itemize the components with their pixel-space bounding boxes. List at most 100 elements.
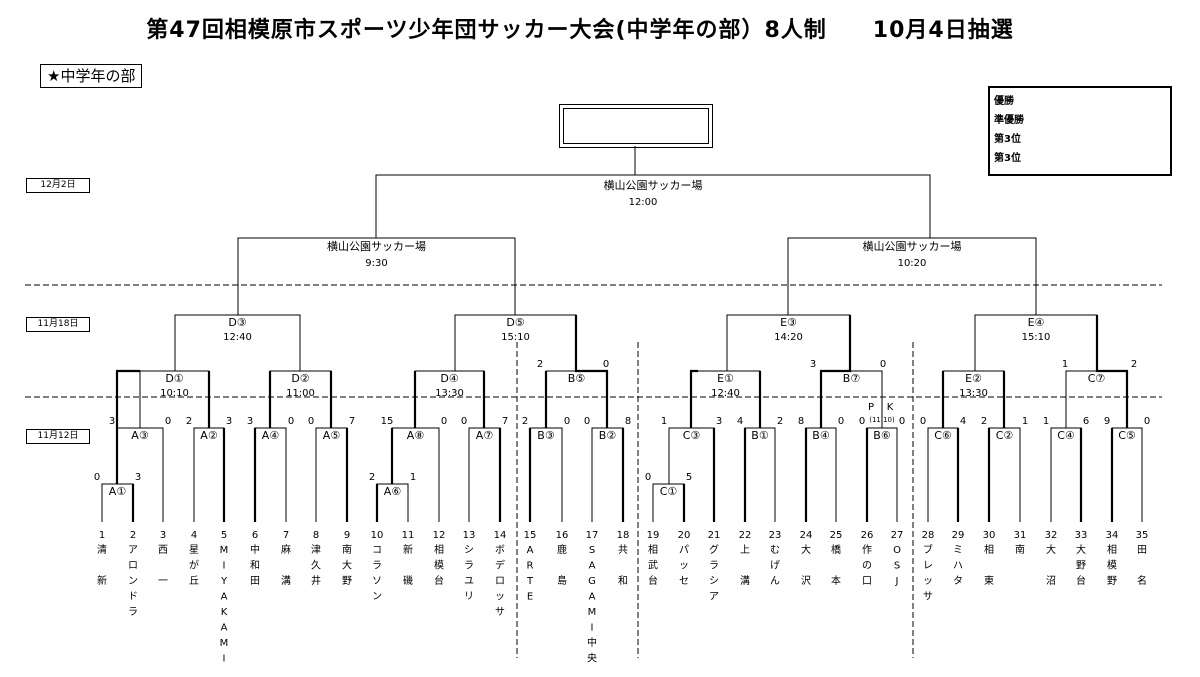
round16-label: E① [717, 372, 734, 385]
team-number: 34 [1106, 530, 1119, 541]
prelim-label: A⑥ [384, 485, 402, 498]
team-name-char: シ [709, 576, 719, 587]
result-third-a: 第3位 [994, 134, 1021, 145]
team-name-char [801, 561, 811, 572]
winner-path [574, 315, 609, 428]
team-name-char: 野 [1076, 560, 1086, 572]
team-name-char: I [591, 623, 594, 634]
first-round-label: B① [751, 429, 769, 442]
team-name-char: A [589, 592, 596, 603]
team-name-char: 南 [1015, 543, 1025, 556]
team-name-char: ア [709, 592, 719, 603]
team-name-char: K [221, 607, 228, 618]
team-name-char: 中 [587, 636, 597, 649]
round16-score-left: 1 [1062, 359, 1068, 370]
first-round-score-right: 0 [838, 416, 844, 427]
team-number: 29 [952, 530, 965, 541]
first-round-score-left: 0 [461, 416, 467, 427]
round16-label: D① [165, 372, 183, 385]
first-round-label: A⑤ [323, 429, 341, 442]
team-number: 1 [99, 530, 105, 541]
team-number: 24 [800, 530, 813, 541]
team-name-char: 相 [984, 543, 994, 556]
team-name-char: 溝 [740, 574, 750, 587]
team-name-char: コ [372, 545, 382, 556]
team-name-char: I [223, 561, 226, 572]
quarterfinal-label: E④ [1028, 316, 1045, 329]
team-number: 20 [678, 530, 691, 541]
team-name-char [281, 561, 291, 572]
team-name-char: S [894, 561, 900, 572]
team-name-char: ラ [372, 560, 382, 572]
team-number: 17 [586, 530, 599, 541]
round16-label: D② [291, 372, 309, 385]
team-name-char: パ [679, 544, 689, 556]
first-round-score-left: 0 [584, 416, 590, 427]
team-number: 7 [283, 530, 289, 541]
team-name-char: ブ [923, 543, 933, 556]
team-name-char: 模 [434, 560, 444, 572]
team-name-char: I [223, 654, 226, 665]
semifinal-bracket [787, 237, 1037, 315]
team-name-char: 沼 [1046, 574, 1056, 587]
round16-time: 13:30 [959, 388, 988, 399]
team-name-char: ラ [709, 560, 719, 572]
team-name-char: A [527, 545, 534, 556]
champion-box [559, 104, 713, 148]
team-number: 8 [313, 530, 319, 541]
team-name-char: R [527, 561, 534, 572]
team-name-char: シ [464, 545, 474, 556]
first-round-score-left: 0 [859, 416, 865, 427]
first-round-score-left: 3 [247, 416, 253, 427]
quarterfinal-label: D⑤ [506, 316, 524, 329]
quarterfinal-time: 14:20 [774, 332, 803, 343]
first-round-label: A⑧ [407, 429, 425, 442]
first-round-score-right: 0 [1144, 416, 1150, 427]
first-round-score-right: 0 [288, 416, 294, 427]
first-round-bracket [254, 427, 287, 522]
first-round-bracket [315, 427, 348, 522]
first-round-score-left: 0 [920, 416, 926, 427]
team-name-char: ロ [495, 576, 505, 587]
team-name-char: 大 [801, 543, 811, 556]
round16-time: 13:30 [435, 388, 464, 399]
team-name-char: 南 [342, 543, 352, 556]
team-name-char: ド [128, 592, 138, 603]
team-name-char: 口 [862, 576, 872, 587]
team-name-char: 田 [1137, 545, 1147, 556]
round16-score-right: 0 [603, 359, 609, 370]
first-round-bracket [529, 427, 563, 522]
team-name-char: 新 [97, 574, 107, 587]
team-name-char: 大 [1046, 543, 1056, 556]
team-name-char: セ [679, 575, 689, 587]
team-name-char: サ [495, 606, 505, 618]
team-name-char: 東 [984, 574, 994, 587]
first-round-score-left: 9 [1104, 416, 1110, 427]
semifinal-time: 10:20 [898, 258, 927, 269]
prelim-label: A① [109, 485, 127, 498]
team-number: 31 [1014, 530, 1027, 541]
first-round-score-left: 4 [737, 416, 743, 427]
first-round-score-right: 0 [899, 416, 905, 427]
first-round-label: C③ [683, 429, 701, 442]
team-name-char: ッ [923, 576, 933, 587]
team-name-char: 丘 [189, 575, 199, 587]
quarterfinal-label: E③ [780, 316, 797, 329]
prelim-score-left: 2 [369, 472, 375, 483]
team-name-char: A [221, 592, 228, 603]
team-number: 11 [402, 530, 415, 541]
team-name-char [158, 561, 168, 572]
team-name-char: A [221, 623, 228, 634]
prelim-score-right: 3 [135, 472, 141, 483]
first-round-score-left: 0 [308, 416, 314, 427]
team-name-char: 久 [311, 560, 321, 572]
first-round-score-right: 2 [777, 416, 783, 427]
semifinal-time: 9:30 [365, 258, 387, 269]
team-name-char: 新 [403, 543, 413, 556]
team-number: 6 [252, 530, 258, 541]
first-round-bracket [468, 427, 501, 522]
results-box: 優勝 準優勝 第3位 第3位 [988, 86, 1172, 176]
first-round-label: B④ [812, 429, 830, 442]
